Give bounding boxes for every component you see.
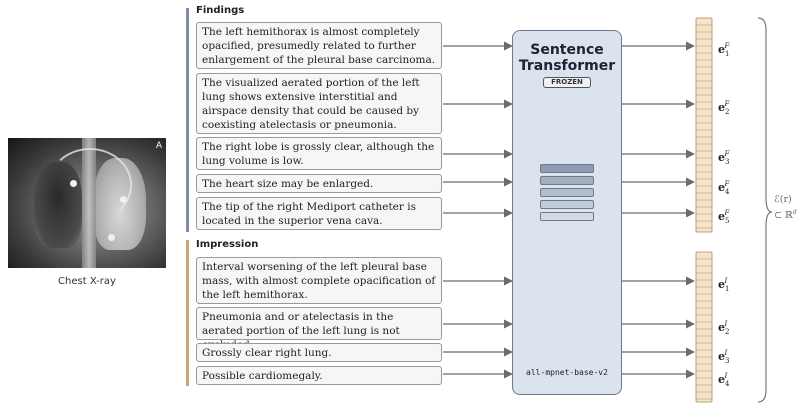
catheter-line bbox=[48, 148, 132, 222]
sentence-transformer-title: Sentence Transformer bbox=[512, 42, 622, 74]
sentence-transformer-title-line1: Sentence bbox=[530, 42, 604, 58]
report-encoding-line1: ℰ(r) bbox=[774, 194, 792, 205]
frozen-badge: FROZEN bbox=[543, 77, 591, 88]
impression-sentence-3: Grossly clear right lung. bbox=[196, 343, 442, 362]
embedding-label-f1: e1F bbox=[718, 42, 730, 58]
embedding-label-f2: e2F bbox=[718, 100, 730, 116]
embedding-label-f4: e4F bbox=[718, 180, 730, 196]
xray-caption: Chest X-ray bbox=[58, 276, 116, 287]
findings-sentence-3: The right lobe is grossly clear, althoug… bbox=[196, 137, 442, 170]
transformer-layer-icon bbox=[540, 200, 594, 209]
xray-corner-marker: A bbox=[155, 141, 162, 151]
impression-section-title: Impression bbox=[196, 239, 259, 250]
ecg-lead-icon bbox=[120, 196, 127, 203]
findings-sentence-4: The heart size may be enlarged. bbox=[196, 174, 442, 193]
transformer-layer-icon bbox=[540, 188, 594, 197]
embedding-label-f5: e5F bbox=[718, 209, 730, 225]
transformer-layer-icon bbox=[540, 164, 594, 173]
impression-embedding-bar bbox=[695, 251, 713, 403]
findings-sentence-1: The left hemithorax is almost completely… bbox=[196, 22, 442, 69]
transformer-layer-icon bbox=[540, 176, 594, 185]
impression-sentence-1: Interval worsening of the left pleural b… bbox=[196, 257, 442, 304]
embedding-brace bbox=[757, 17, 773, 403]
transformer-layer-icon bbox=[540, 212, 594, 221]
embedding-label-i4: e4I bbox=[718, 372, 730, 388]
findings-section-title: Findings bbox=[196, 5, 245, 16]
chest-xray-image: A bbox=[8, 138, 166, 268]
findings-section-bar bbox=[186, 8, 189, 232]
model-name-label: all-mpnet-base-v2 bbox=[526, 368, 608, 377]
impression-sentence-4: Possible cardiomegaly. bbox=[196, 366, 442, 385]
embedding-label-i3: e3I bbox=[718, 349, 730, 365]
ecg-lead-icon bbox=[108, 234, 115, 241]
findings-sentence-5: The tip of the right Mediport catheter i… bbox=[196, 197, 442, 230]
ecg-lead-icon bbox=[70, 180, 77, 187]
impression-section-bar bbox=[186, 240, 189, 386]
embedding-label-i1: e1I bbox=[718, 277, 730, 293]
embedding-label-f3: e3F bbox=[718, 150, 730, 166]
report-encoding-line2: ⊂ ℝd bbox=[774, 209, 797, 222]
report-encoding-label: ℰ(r) ⊂ ℝd bbox=[774, 193, 797, 222]
embedding-label-i2: e2I bbox=[718, 320, 730, 336]
findings-sentence-2: The visualized aerated portion of the le… bbox=[196, 73, 442, 134]
findings-embedding-bar bbox=[695, 17, 713, 233]
sentence-transformer-title-line2: Transformer bbox=[518, 58, 616, 74]
impression-sentence-2: Pneumonia and or atelectasis in the aera… bbox=[196, 307, 442, 351]
